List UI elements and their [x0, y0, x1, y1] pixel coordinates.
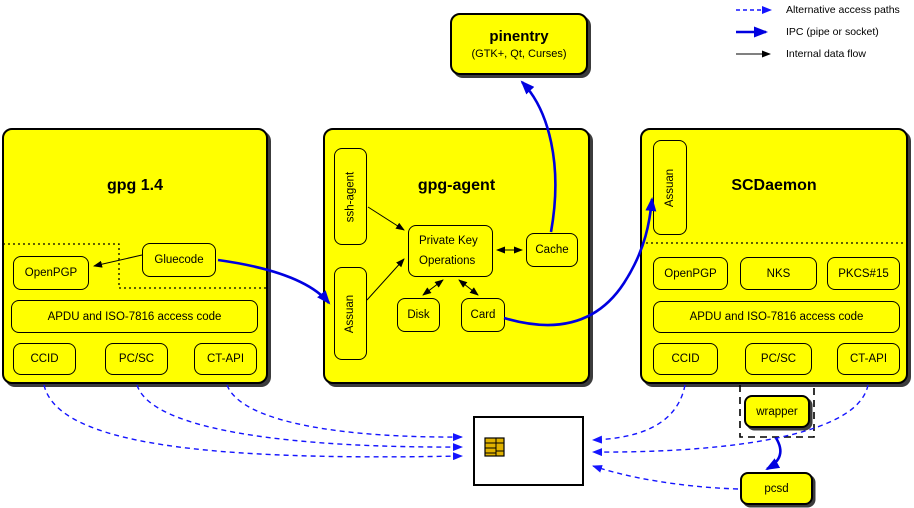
alt-scdaemon-ctapi-to-card	[592, 384, 869, 457]
scdaemon-assuan-node: Assuan	[653, 140, 687, 235]
disk-node: Disk	[397, 298, 440, 332]
gpg14-ctapi-node: CT-API	[194, 343, 257, 375]
pinentry-subtitle: (GTK+, Qt, Curses)	[471, 48, 567, 60]
gpg14-apdu-node: APDU and ISO-7816 access code	[11, 300, 258, 333]
scdaemon-openpgp-node: OpenPGP	[653, 257, 728, 290]
gpg-agent-ssh-agent-node: ssh-agent	[334, 148, 367, 245]
ipc-wrapper-to-pcsd	[765, 437, 782, 471]
smartcard	[473, 416, 584, 486]
pcsd-node: pcsd	[740, 472, 813, 505]
gpg14-openpgp-node: OpenPGP	[13, 256, 89, 290]
alt-scdaemon-ccid-to-card	[592, 384, 686, 444]
wrapper-node: wrapper	[744, 395, 810, 428]
private-key-operations-node: Private Key Operations	[408, 225, 493, 277]
gpg-agent-title: gpg-agent	[417, 177, 496, 194]
pinentry-title: pinentry	[489, 28, 549, 45]
gpg14-pcsc-node: PC/SC	[105, 343, 168, 375]
alt-gpg14-ccid-to-card	[43, 384, 463, 461]
legend-ipc-label: IPC (pipe or socket)	[786, 26, 879, 38]
alt-gpg14-pcsc-to-card	[136, 384, 463, 452]
legend-internal-label: Internal data flow	[786, 48, 866, 60]
gpg-agent-assuan-node: Assuan	[334, 267, 367, 360]
scdaemon-pcsc-node: PC/SC	[745, 343, 812, 375]
cache-node: Cache	[526, 233, 578, 267]
scdaemon-apdu-node: APDU and ISO-7816 access code	[653, 301, 900, 333]
card-node: Card	[461, 298, 505, 332]
scdaemon-ctapi-node: CT-API	[837, 343, 900, 375]
pinentry-box: pinentry (GTK+, Qt, Curses)	[450, 13, 588, 75]
scdaemon-nks-node: NKS	[740, 257, 817, 290]
scdaemon-pkcs15-node: PKCS#15	[827, 257, 900, 290]
gpg14-gluecode-node: Gluecode	[142, 243, 216, 277]
scdaemon-title: SCDaemon	[731, 177, 817, 194]
gpg14-ccid-node: CCID	[13, 343, 76, 375]
legend-alt-label: Alternative access paths	[786, 4, 900, 16]
alt-pcsd-to-card	[592, 465, 739, 490]
alt-gpg14-ctapi-to-card	[226, 384, 463, 442]
scdaemon-ccid-node: CCID	[653, 343, 718, 375]
gpg14-title: gpg 1.4	[106, 177, 163, 194]
